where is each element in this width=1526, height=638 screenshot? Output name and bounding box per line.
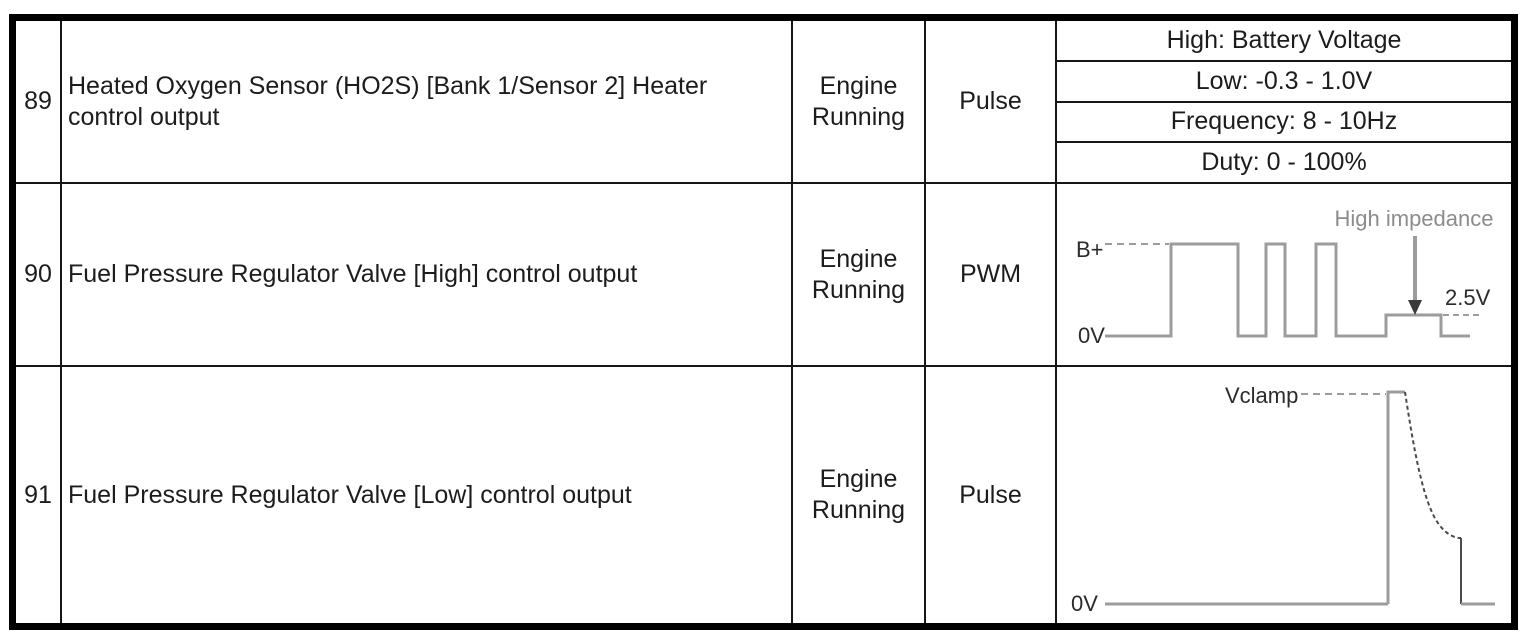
spec-cell: High: Battery Voltage Low: -0.3 - 1.0V F… <box>1057 21 1511 184</box>
spec-row-duty: Duty: 0 - 100% <box>1057 143 1511 182</box>
spec-low-text: Low: -0.3 - 1.0V <box>1195 66 1373 95</box>
zero-volt-label: 0V <box>1078 323 1105 348</box>
signal-type-text: PWM <box>959 260 1022 288</box>
pin-description-cell: Heated Oxygen Sensor (HO2S) [Bank 1/Sens… <box>62 21 793 184</box>
signal-type-cell: Pulse <box>926 367 1057 623</box>
pulse-rise-trace <box>1386 390 1405 604</box>
condition-text: Engine Running <box>811 465 906 524</box>
pulse-waveform-diagram: Vclamp 0V <box>1071 383 1495 616</box>
mid-level-label: 2.5V <box>1445 285 1491 310</box>
pin-signal-table: 89 Heated Oxygen Sensor (HO2S) [Bank 1/S… <box>9 14 1518 630</box>
condition-cell: Engine Running <box>793 367 926 623</box>
decay-curve-trace <box>1404 391 1461 539</box>
condition-cell: Engine Running <box>793 21 926 184</box>
pwm-signal-trace <box>1105 242 1470 338</box>
signal-type-text: Pulse <box>959 87 1022 115</box>
spec-row-low: Low: -0.3 - 1.0V <box>1057 62 1511 103</box>
pin-number-cell: 90 <box>16 184 62 367</box>
pin-description-cell: Fuel Pressure Regulator Valve [Low] cont… <box>62 367 793 623</box>
signal-type-text: Pulse <box>959 480 1022 509</box>
vclamp-label: Vclamp <box>1225 383 1298 408</box>
b-plus-label: B+ <box>1076 237 1104 262</box>
zero-volt-label: 0V <box>1071 591 1098 616</box>
spec-high-text: High: Battery Voltage <box>1166 25 1402 54</box>
condition-cell: Engine Running <box>793 184 926 367</box>
spec-row-high: High: Battery Voltage <box>1057 21 1511 62</box>
pin-description-cell: Fuel Pressure Regulator Valve [High] con… <box>62 184 793 367</box>
pin-description: Heated Oxygen Sensor (HO2S) [Bank 1/Sens… <box>68 71 708 131</box>
pin-number: 90 <box>24 260 52 288</box>
high-impedance-label: High impedance <box>1335 206 1494 231</box>
pwm-waveform-diagram: B+ 0V 2.5V High impedance <box>1076 206 1494 348</box>
signal-type-cell: PWM <box>926 184 1057 367</box>
signal-type-cell: Pulse <box>926 21 1057 184</box>
pwm-waveform-cell: B+ 0V 2.5V High impedance <box>1057 184 1511 367</box>
arrow-down-icon <box>1408 300 1422 315</box>
pin-number: 89 <box>24 87 52 115</box>
pin-description: Fuel Pressure Regulator Valve [Low] cont… <box>68 480 632 509</box>
pulse-waveform-cell: Vclamp 0V <box>1057 367 1511 623</box>
pin-number-cell: 91 <box>16 367 62 623</box>
spec-row-frequency: Frequency: 8 - 10Hz <box>1057 103 1511 144</box>
spec-frequency-text: Frequency: 8 - 10Hz <box>1170 107 1398 136</box>
pin-number: 91 <box>24 480 52 509</box>
pin-description: Fuel Pressure Regulator Valve [High] con… <box>68 260 638 288</box>
condition-text: Engine Running <box>811 244 906 304</box>
spec-duty-text: Duty: 0 - 100% <box>1201 148 1367 177</box>
condition-text: Engine Running <box>811 71 906 131</box>
pin-number-cell: 89 <box>16 21 62 184</box>
